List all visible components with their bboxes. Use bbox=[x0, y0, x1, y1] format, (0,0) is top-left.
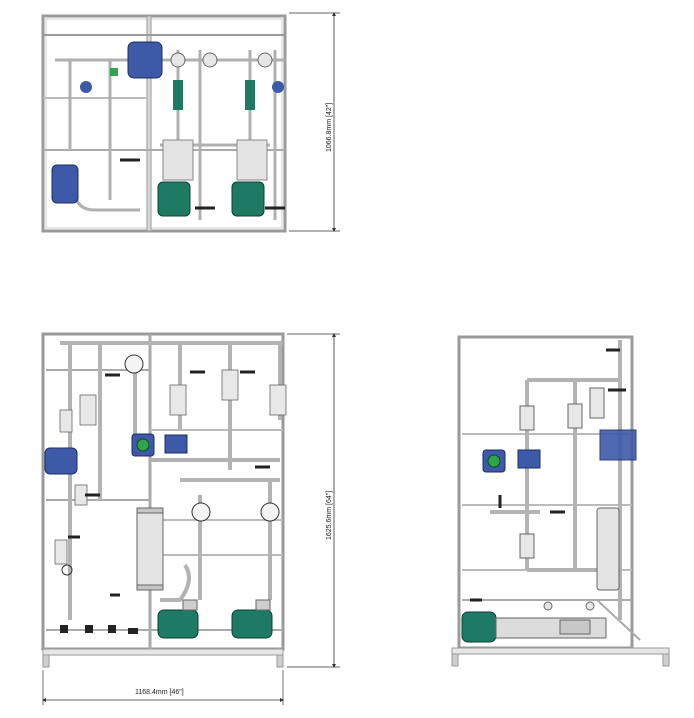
front-height-dimension: 1625.6mm [64"] bbox=[287, 333, 340, 668]
top-motor-teal-2 bbox=[231, 181, 265, 217]
top-motor-blue-left bbox=[51, 164, 79, 204]
top-pump-head-2 bbox=[236, 139, 268, 181]
front-motor-teal-1 bbox=[157, 609, 199, 639]
front-view: 1625.6mm [64"] 1168.4mm [46"] bbox=[41, 332, 340, 705]
side-view bbox=[451, 335, 670, 667]
front-width-dimension: 1168.4mm [46"] bbox=[42, 670, 284, 705]
front-gauge-1 bbox=[124, 354, 144, 374]
side-frame bbox=[457, 335, 634, 650]
top-motor-teal-1 bbox=[157, 181, 191, 217]
top-view: 1066.8mm [42"] bbox=[41, 12, 340, 233]
top-height-label: 1066.8mm [42"] bbox=[326, 103, 333, 152]
front-motor-teal-2 bbox=[231, 609, 273, 639]
top-pump-head-1 bbox=[162, 139, 194, 181]
front-gauge-2 bbox=[191, 502, 211, 522]
top-frame bbox=[41, 14, 287, 233]
front-vessel bbox=[136, 507, 164, 591]
front-piping bbox=[60, 341, 283, 620]
front-height-label: 1625.6mm [64"] bbox=[326, 491, 333, 540]
top-height-dimension: 1066.8mm [42"] bbox=[289, 12, 340, 232]
front-width-label: 1168.4mm [46"] bbox=[135, 689, 184, 696]
front-gauge-3 bbox=[260, 502, 280, 522]
side-vessel bbox=[596, 507, 620, 591]
front-motor-blue bbox=[44, 447, 78, 475]
top-motor-blue-large bbox=[127, 41, 163, 79]
side-motor-teal bbox=[461, 611, 497, 643]
